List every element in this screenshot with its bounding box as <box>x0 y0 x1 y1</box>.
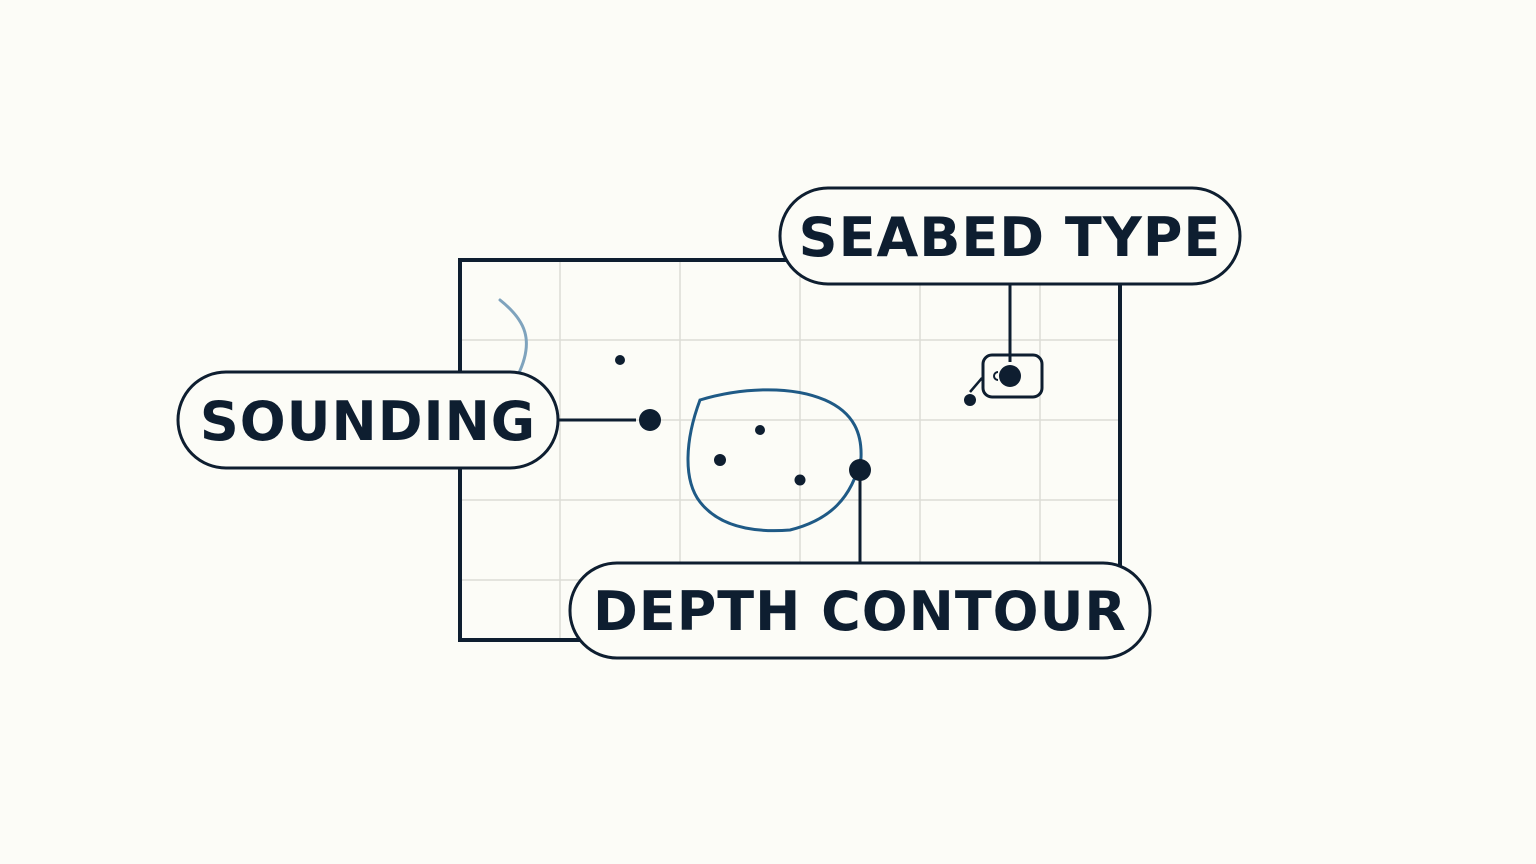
callout-label-depth-contour: DEPTH CONTOUR <box>593 580 1127 643</box>
sounding-point <box>714 454 726 466</box>
sounding-point <box>964 394 976 406</box>
callout-seabed-type: SEABED TYPE <box>778 186 1242 286</box>
sounding-point <box>755 425 765 435</box>
sounding-point <box>794 474 806 486</box>
sounding-point <box>615 355 625 365</box>
sounding-points <box>615 355 976 486</box>
sounding-highlight-point <box>639 409 661 431</box>
seabed-marker-dot <box>999 365 1021 387</box>
callout-label-sounding: SOUNDING <box>200 390 536 453</box>
faint-contour-line <box>498 298 528 377</box>
callout-pill <box>778 186 1242 286</box>
depth-contour-line <box>686 388 863 533</box>
callout-pill <box>568 561 1152 660</box>
callout-depth-contour: DEPTH CONTOUR <box>568 561 1152 660</box>
callout-pill <box>176 370 560 470</box>
seabed-marker-tick <box>969 377 983 393</box>
callout-label-seabed-type: SEABED TYPE <box>799 206 1222 269</box>
seabed-marker-arc <box>993 371 999 381</box>
callout-sounding: SOUNDING <box>176 370 560 470</box>
depth-contour-highlight-point <box>849 459 871 481</box>
